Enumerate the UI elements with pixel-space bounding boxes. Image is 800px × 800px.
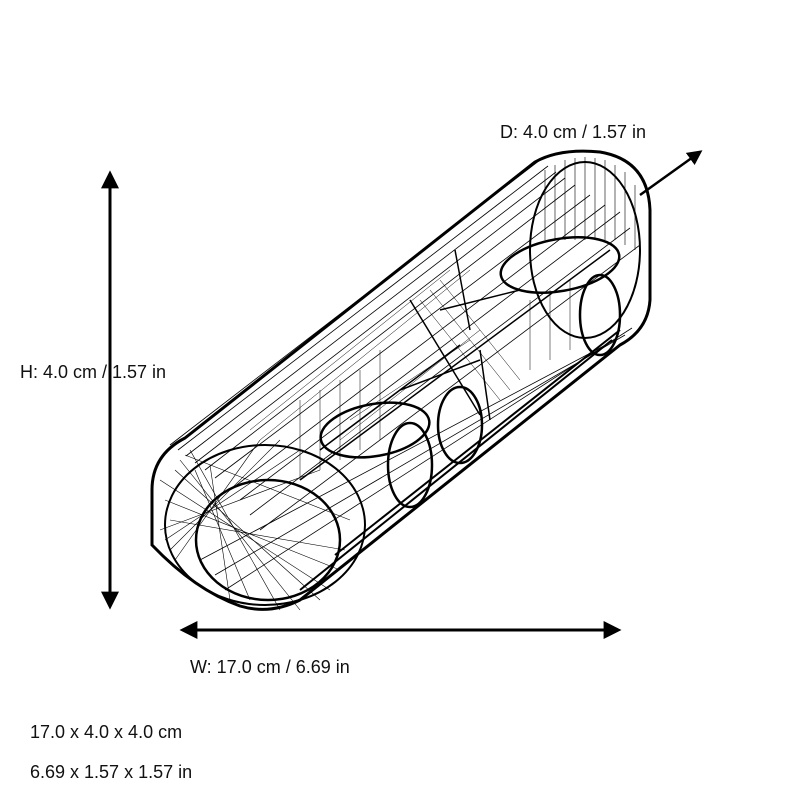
depth-dimension-arrow <box>639 150 703 197</box>
wireframe-model <box>150 149 652 611</box>
summary-cm: 17.0 x 4.0 x 4.0 cm <box>30 722 183 742</box>
summary-in: 6.69 x 1.57 x 1.57 in <box>30 762 193 782</box>
width-label: W: 17.0 cm / 6.69 in <box>190 657 350 677</box>
depth-label: D: 4.0 cm / 1.57 in <box>500 122 647 142</box>
height-label: H: 4.0 cm / 1.57 in <box>20 362 167 382</box>
